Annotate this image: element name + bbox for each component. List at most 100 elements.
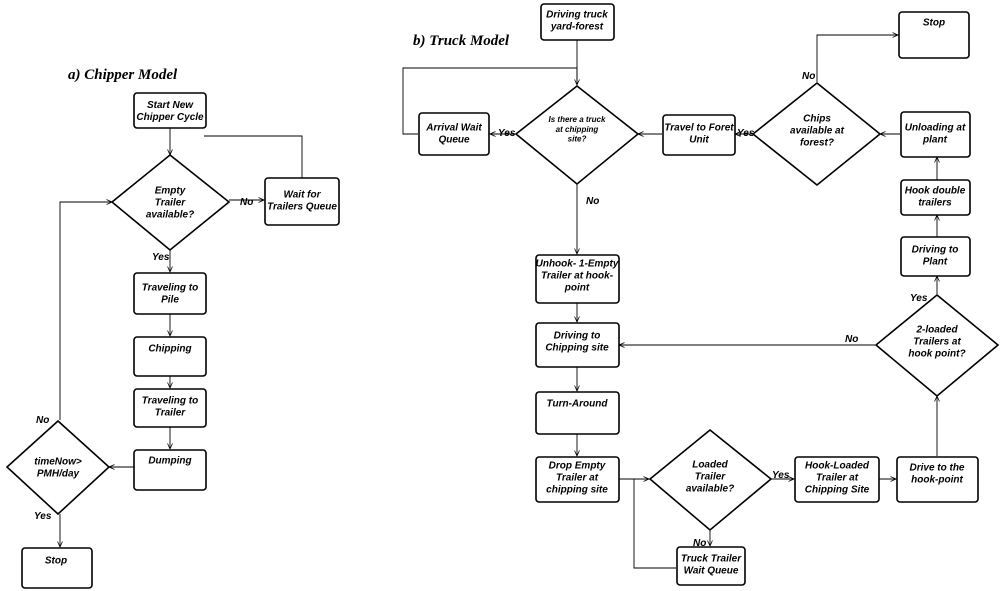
label-line: timeNow> [34,456,82,467]
label-line: hook-point [911,475,963,486]
unloading-at-plant-box[interactable]: Unloading at plant [900,111,971,158]
label-line: Trailer at [556,473,599,484]
label-line: Drop Empty [549,460,606,471]
truck-model-title: b) Truck Model [413,33,510,49]
label-no-empty-trailer: No [240,197,253,208]
label-line: Chipping [148,344,191,355]
label-line: 2-loaded [915,324,958,335]
label-line: Trailer at hook- [541,271,614,282]
truck-edges [402,35,937,569]
label-line: Unloading at [905,122,966,133]
label-line: Chips [803,113,831,124]
chipper-stop-box[interactable]: Stop [21,547,93,589]
chipping-box[interactable]: Chipping [133,336,207,377]
label-yes-time-check: Yes [34,511,52,522]
time-check-decision[interactable]: timeNow> PMH/day [5,419,111,516]
label-line: Hook-Loaded [805,460,870,471]
label-no-two-loaded: No [845,334,858,345]
label-line: Unit [689,135,709,146]
drive-to-hook-point-box[interactable]: Drive to the hook-point [896,456,979,503]
label-no-loaded: No [693,538,706,549]
label-line: available? [146,210,194,221]
dumping-box[interactable]: Dumping [133,449,207,491]
label-line: Turn-Around [547,399,609,410]
truck-stop-box[interactable]: Stop [898,11,970,59]
driving-yard-forest-label: Driving truck yard-forest [546,9,608,32]
label-line: Stop [45,556,67,567]
label-line: Trailer at [816,473,859,484]
dumping-label: Dumping [148,456,191,467]
label-line: point [564,283,590,294]
chipping-label: Chipping [148,344,191,355]
label-no-time-check: No [36,415,49,426]
label-line: Stop [923,18,945,29]
label-line: Trailers at [913,337,961,348]
edge-time-check-no [59,202,112,420]
edge-arrival-queue-loop [402,67,578,135]
label-line: hook point? [908,349,965,360]
label-line: Hook double [905,185,966,196]
label-line: Trailer [155,198,186,209]
label-line: plant [922,135,948,146]
label-no-truck-site: No [586,196,599,207]
hook-double-trailers-box[interactable]: Hook double trailers [900,179,971,216]
label-yes-truck-site: Yes [498,128,516,139]
label-line: Wait Queue [684,566,739,577]
hook-double-trailers-label: Hook double trailers [905,185,966,208]
label-line: trailers [918,198,952,209]
edge-trailer-wait-loop [633,479,676,569]
chipper-stop-label: Stop [45,556,67,567]
turn-around-box[interactable]: Turn-Around [535,391,620,435]
driving-yard-forest-box[interactable]: Driving truck yard-forest [540,3,615,41]
label-line: chipping site [546,485,608,496]
label-line: Trailers Queue [267,202,337,213]
truck-nodes: Driving truck yard-forest Is there a truc… [418,3,1000,586]
label-line: Trailer [155,408,186,419]
label-line: Start New [147,100,194,111]
chipper-edges [59,128,303,547]
label-line: PMH/day [37,469,80,480]
chipper-model-title: a) Chipper Model [68,67,178,83]
label-line: site? [568,135,587,144]
label-line: Is there a truck [549,115,606,124]
label-yes-loaded: Yes [772,470,790,481]
label-yes-chips: Yes [737,128,755,139]
label-line: Truck Trailer [681,553,742,564]
label-line: available? [686,484,734,495]
label-line: Traveling to [142,395,199,406]
label-line: Loaded [692,459,728,470]
edge-wait-to-start [204,135,303,178]
label-line: Driving truck [546,9,608,20]
label-line: Arrival Wait [425,122,482,133]
label-line: Drive to the [909,462,964,473]
label-line: yard-forest [550,22,604,33]
label-yes-empty-trailer: Yes [152,252,170,263]
label-line: Driving to [912,244,959,255]
traveling-to-trailer-box[interactable]: Traveling to Trailer [133,388,207,428]
